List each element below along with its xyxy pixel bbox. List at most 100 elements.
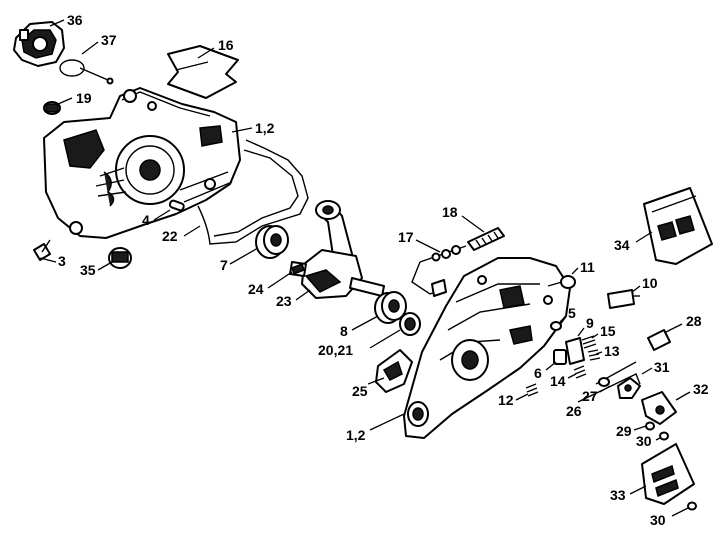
o-ring-part-37: [59, 59, 114, 85]
callout-label: 4: [142, 212, 150, 228]
plate-part-33: [641, 443, 695, 505]
lever-part-17: [411, 245, 467, 297]
bearing-part-7: [255, 225, 289, 259]
spring-part-12: [525, 383, 539, 397]
callout-label: 36: [67, 12, 83, 28]
callout-label: 17: [398, 229, 414, 245]
callout-label: 18: [442, 204, 458, 220]
callout-24: 24: [248, 271, 293, 297]
clip-part-28: [647, 329, 671, 351]
cover-plate-part-16: [167, 45, 239, 99]
bracket-part-25: [375, 349, 413, 393]
key-part-24: [291, 263, 305, 275]
callout-4: 4: [142, 209, 171, 228]
washer-part-5: [550, 321, 562, 331]
callout-30-lower: 30: [650, 507, 689, 528]
callout-label: 22: [162, 228, 178, 244]
cover-plate-part-34: [643, 187, 713, 265]
callout-15: 15: [591, 323, 616, 339]
callout-label: 1,2: [255, 120, 275, 136]
callout-label: 8: [340, 323, 348, 339]
callout-22: 22: [162, 225, 201, 244]
callout-label: 13: [604, 343, 620, 359]
callout-11: 11: [571, 259, 595, 275]
callout-13: 13: [595, 343, 620, 359]
bracket-part-32: [641, 391, 677, 425]
callout-5: 5: [559, 305, 576, 323]
spring-part-14: [573, 365, 587, 379]
bearing-part-8: [374, 291, 407, 324]
callout-33: 33: [610, 485, 647, 503]
grommet-part-35: [108, 247, 132, 269]
callout-30-upper: 30: [636, 433, 661, 449]
spring-part-13: [587, 349, 601, 361]
crankshaft-part-23: [289, 200, 385, 299]
callout-label: 7: [220, 257, 228, 273]
callout-9: 9: [577, 315, 594, 337]
callout-label: 25: [352, 383, 368, 399]
callout-37: 37: [81, 32, 117, 55]
callout-31: 31: [641, 359, 670, 375]
oil-pump-part-36: [13, 21, 65, 67]
callout-1-2-top: 1,2: [231, 120, 275, 136]
callout-29: 29: [616, 423, 647, 439]
callout-label: 24: [248, 281, 264, 297]
spring-part-18: [467, 227, 505, 251]
callout-6: 6: [534, 361, 557, 381]
callout-label: 31: [654, 359, 670, 375]
callout-label: 10: [642, 275, 658, 291]
callout-20-21: 20,21: [318, 329, 401, 358]
callout-label: 27: [582, 388, 598, 404]
callout-28: 28: [665, 313, 702, 333]
callout-label: 32: [693, 381, 709, 397]
callout-18: 18: [442, 204, 485, 233]
callout-27: 27: [582, 385, 611, 404]
pin-part-9: [565, 337, 585, 365]
callout-label: 5: [568, 305, 576, 321]
callout-label: 26: [566, 403, 582, 419]
callout-14: 14: [550, 373, 577, 389]
callout-12: 12: [498, 392, 529, 408]
callout-label: 15: [600, 323, 616, 339]
callout-label: 37: [101, 32, 117, 48]
callout-label: 30: [636, 433, 652, 449]
screw-part-30-upper: [659, 431, 669, 441]
stud-part-10: [607, 289, 640, 309]
callout-label: 12: [498, 392, 514, 408]
callout-8: 8: [340, 315, 379, 339]
screw-part-29: [645, 421, 655, 431]
sprocket-part-31: [617, 377, 641, 399]
callout-label: 14: [550, 373, 566, 389]
callout-32: 32: [675, 381, 709, 401]
dowel-pin-part-4: [168, 199, 185, 212]
callout-label: 28: [686, 313, 702, 329]
gasket-outline: [197, 139, 309, 245]
callout-17: 17: [398, 229, 441, 253]
plug-part-19: [43, 101, 61, 115]
crankcase-right-part-1-2: [403, 257, 571, 439]
callout-16: 16: [197, 37, 234, 59]
callout-36: 36: [49, 12, 83, 28]
callout-23: 23: [276, 289, 311, 309]
callout-label: 16: [218, 37, 234, 53]
callout-label: 30: [650, 512, 666, 528]
callout-label: 1,2: [346, 427, 366, 443]
callout-35: 35: [80, 261, 113, 278]
callout-label: 34: [614, 237, 630, 253]
callout-3: 3: [39, 253, 66, 269]
callout-label: 19: [76, 90, 92, 106]
callout-label: 29: [616, 423, 632, 439]
crankcase-left-part-1-2: [43, 87, 241, 239]
screw-part-30-lower: [687, 501, 697, 511]
callout-1-2-bottom: 1,2: [346, 413, 405, 443]
callout-label: 23: [276, 293, 292, 309]
callout-label: 9: [586, 315, 594, 331]
callout-34: 34: [614, 231, 653, 253]
callout-label: 35: [80, 262, 96, 278]
callout-10: 10: [631, 275, 658, 293]
callout-label: 20,21: [318, 342, 353, 358]
bolt-part-3: [33, 239, 51, 261]
spring-part-15: [581, 335, 597, 349]
